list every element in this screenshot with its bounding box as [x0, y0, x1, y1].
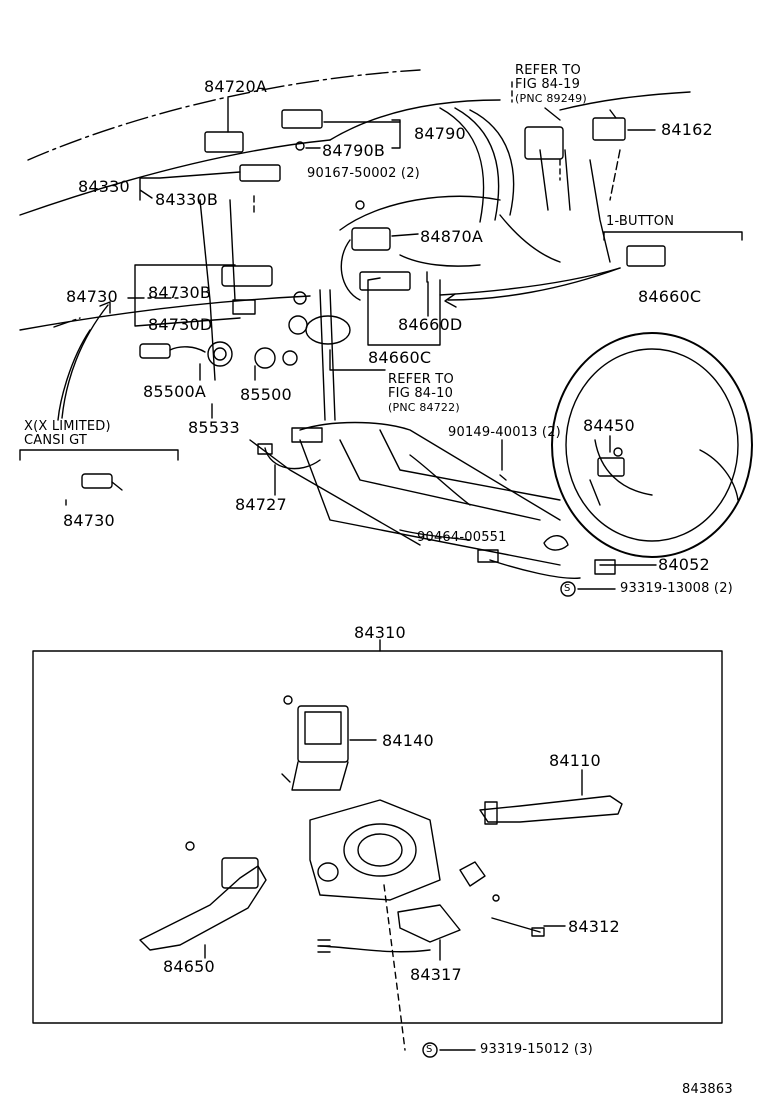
refer-note-1-line1: REFER TO: [515, 63, 581, 78]
label-84730B: 84730B: [148, 283, 212, 302]
label-84330: 84330: [78, 177, 130, 196]
label-84330B: 84330B: [155, 190, 219, 209]
label-84727: 84727: [235, 495, 287, 514]
refer-note-1-line3: (PNC 89249): [515, 92, 587, 105]
label-85533: 85533: [188, 418, 240, 437]
dashboard-outline: [19, 69, 691, 421]
refer-note-2-line1: REFER TO: [388, 372, 454, 387]
leader-lines-upper: [19, 81, 743, 566]
variant-note-line1: X(X LIMITED): [24, 419, 111, 434]
label-84730-inset: 84730: [63, 511, 115, 530]
label-84730: 84730: [66, 287, 118, 306]
label-84790: 84790: [414, 124, 466, 143]
label-84660C: 84660C: [368, 348, 432, 367]
refer-note-1-line2: FIG 84-19: [515, 77, 581, 92]
s-mark-upper: S: [564, 583, 571, 594]
figure-code: 843863: [682, 1082, 733, 1097]
part-sketches-lower: [139, 695, 623, 1051]
label-1-button: 1-BUTTON: [606, 214, 675, 229]
steering-wheel: [551, 332, 753, 558]
label-90464-00551: 90464-00551: [417, 530, 507, 545]
center-console: [249, 289, 561, 566]
label-84730D: 84730D: [148, 315, 213, 334]
label-84317: 84317: [410, 965, 462, 984]
label-84660D: 84660D: [398, 315, 463, 334]
s-mark-lower: S: [426, 1044, 433, 1055]
label-84052: 84052: [658, 555, 710, 574]
label-85500A: 85500A: [143, 382, 207, 401]
inset-box-84310: [32, 639, 723, 1024]
label-84650: 84650: [163, 957, 215, 976]
label-90167-50002: 90167-50002 (2): [307, 166, 420, 181]
label-84162: 84162: [661, 120, 713, 139]
label-85500: 85500: [240, 385, 292, 404]
s-mark-circle-upper: [560, 581, 576, 597]
label-84450: 84450: [583, 416, 635, 435]
leader-84730: [53, 297, 181, 328]
label-84140: 84140: [382, 731, 434, 750]
label-84110: 84110: [549, 751, 601, 770]
refer-note-2-line2: FIG 84-10: [388, 386, 454, 401]
variant-note-line2: CANSI GT: [24, 433, 88, 448]
label-84660C-one-button: 84660C: [638, 287, 702, 306]
label-90149-40013: 90149-40013 (2): [448, 425, 561, 440]
s-mark-circle-lower: [422, 1042, 438, 1058]
label-84312: 84312: [568, 917, 620, 936]
label-84790B: 84790B: [322, 141, 386, 160]
label-84870A: 84870A: [420, 227, 484, 246]
part-sketches-upper: [81, 109, 666, 579]
label-84310: 84310: [354, 623, 406, 642]
label-93319-15012: 93319-15012 (3): [480, 1042, 593, 1057]
label-84720A: 84720A: [204, 77, 268, 96]
curved-arrows: [61, 267, 621, 419]
refer-note-2-line3: (PNC 84722): [388, 401, 460, 414]
label-93319-13008: 93319-13008 (2): [620, 581, 733, 596]
